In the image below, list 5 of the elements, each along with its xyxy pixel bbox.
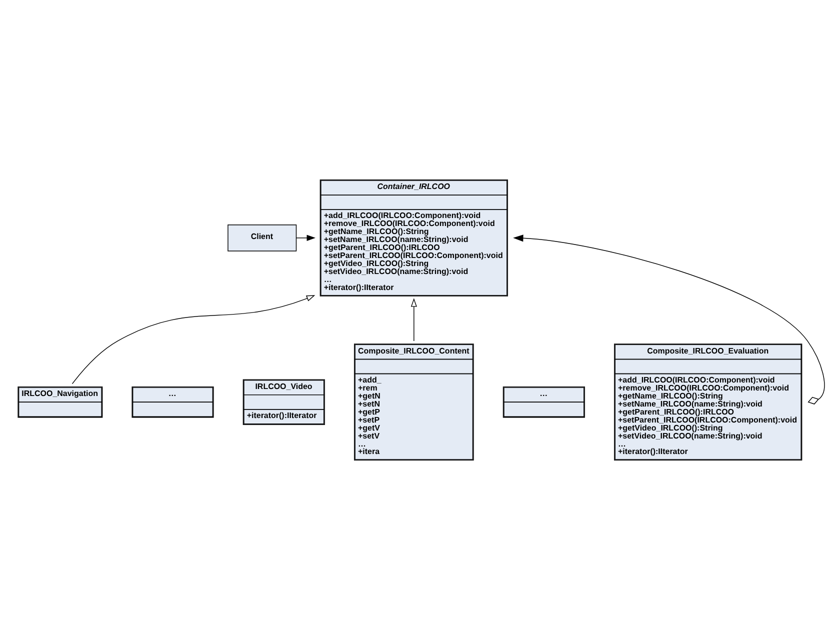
arrow — [296, 234, 316, 240]
arrow — [72, 294, 316, 384]
node-box: Client — [228, 224, 297, 251]
arrow — [513, 234, 825, 404]
arrow — [410, 298, 417, 341]
